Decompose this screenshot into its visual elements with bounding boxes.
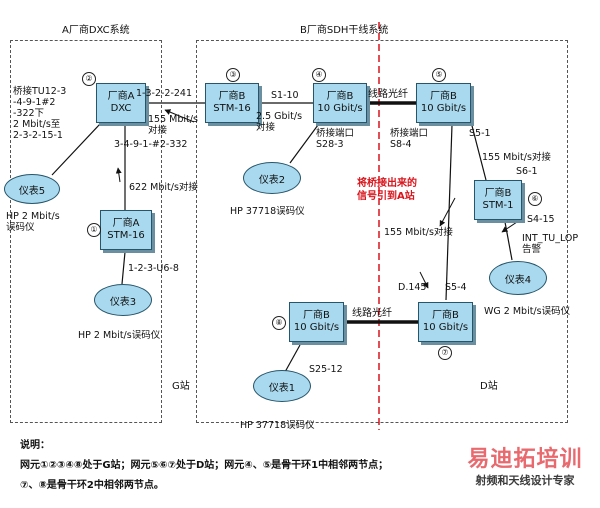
test-meter-5[interactable]: 仪表5 [4, 174, 60, 204]
network-element-8[interactable]: 厂商B 10 Gbit/s [289, 302, 344, 342]
test-meter-1[interactable]: 仪表1 [253, 370, 311, 402]
test-meter-3[interactable]: 仪表3 [94, 284, 152, 316]
d-station-label: D站 [480, 381, 498, 392]
arrow-622-to-n2 [115, 167, 122, 183]
node-number-6: ⑥ [528, 192, 542, 206]
watermark-line2: 射频和天线设计专家 [475, 474, 575, 487]
s25-12-label: S25-12 [309, 364, 343, 375]
node-number-2: ② [82, 72, 96, 86]
link-n5-n7 [445, 124, 453, 301]
d145-label: D.145 [398, 282, 427, 293]
s6-1-label: S6-1 [516, 166, 538, 177]
node-number-3: ③ [226, 68, 240, 82]
s1-10-label: S1-10 [271, 90, 299, 101]
node-line1: 厂商B [432, 310, 459, 321]
notes-title: 说明： [20, 440, 50, 451]
node-number-1: ① [87, 223, 101, 237]
g-station-label: G站 [172, 381, 190, 392]
arrow-155-lower [439, 197, 456, 227]
test-meter-4[interactable]: 仪表4 [489, 261, 547, 295]
node-line2: STM-16 [107, 230, 145, 241]
red-note: 将桥接出来的 信号引到A站 [357, 178, 417, 202]
node-line2: 10 Gbit/s [293, 322, 340, 333]
test-meter-2[interactable]: 仪表2 [243, 162, 301, 194]
node-line1: 厂商B [218, 91, 246, 102]
network-element-1[interactable]: 厂商A STM-16 [100, 210, 152, 250]
node-number-5: ⑤ [432, 68, 446, 82]
line-fiber-bottom-label: 线路光纤 [352, 308, 392, 319]
node-line2: STM-1 [482, 200, 514, 211]
meter-label: 仪表1 [268, 382, 296, 394]
node-line2: 10 Gbit/s [317, 103, 363, 114]
notes-line1: 网元①②③④⑧处于G站；网元⑤⑥⑦处于D站；网元④、⑤是骨干环1中相邻两节点； [20, 460, 389, 471]
node-line2: DXC [110, 103, 132, 114]
node-line2: 10 Gbit/s [420, 103, 467, 114]
link-n8-meter1 [284, 344, 301, 373]
b-system-title: B厂商SDH干线系统 [300, 25, 389, 36]
meter1-desc: HP 37718误码仪 [240, 420, 315, 431]
link-n5-n6 [469, 117, 487, 181]
port-3-4-9-1-label: 3-4-9-1-#2-332 [114, 139, 188, 150]
a-system-title: A厂商DXC系统 [62, 25, 130, 36]
node-line1: 厂商B [430, 91, 457, 102]
meter-label: 仪表2 [258, 174, 286, 186]
bridge-port-n4: 桥接端口 S28-3 [316, 128, 355, 150]
node-line1: 厂商B [303, 310, 330, 321]
node-line2: STM-16 [213, 103, 251, 114]
s5-1-label: S5-1 [469, 128, 491, 139]
s4-15-label: S4-15 [527, 214, 555, 225]
node-line1: 厂商A [107, 91, 135, 102]
node-line1: 厂商A [112, 218, 140, 229]
network-element-2[interactable]: 厂商A DXC [96, 83, 146, 123]
node-number-4: ④ [312, 68, 326, 82]
line-fiber-top-label: 线路光纤 [368, 89, 408, 100]
link-n4-meter2 [289, 124, 319, 164]
arrow-s5-4 [419, 271, 429, 289]
network-element-5[interactable]: 厂商B 10 Gbit/s [416, 83, 471, 123]
watermark-logo: 易迪拓培训 射频和天线设计专家 [450, 446, 600, 488]
network-element-3[interactable]: 厂商B STM-16 [205, 83, 259, 123]
link-622-label: 622 Mbit/s对接 [129, 182, 198, 193]
arrow-s4-15 [501, 219, 521, 233]
bridge-tu12-label: 桥接TU12-3 -4-9-1#2 -322下 2 Mbit/s至 2-3-2-… [13, 86, 67, 141]
network-element-6[interactable]: 厂商B STM-1 [474, 180, 522, 220]
port-1-3-2-2-241: 1-3-2-2-241 [136, 88, 193, 99]
meter3-desc: HP 2 Mbit/s误码仪 [78, 330, 161, 341]
node-number-7: ⑦ [438, 346, 452, 360]
meter-label: 仪表4 [504, 274, 532, 286]
watermark-line1: 易迪拓培训 [467, 447, 583, 472]
node-line2: 10 Gbit/s [422, 322, 469, 333]
notes-line2: ⑦、⑧是骨干环2中相邻两节点。 [20, 480, 164, 491]
link-25g-label: 2.5 Gbit/s 对接 [256, 111, 303, 133]
region-b-sdh [196, 40, 568, 423]
bridge-port-n5: 桥接端口 S8-4 [390, 128, 429, 150]
s5-4-label: S5-4 [445, 282, 467, 293]
meter2-desc: HP 37718误码仪 [230, 206, 305, 217]
link-n1-meter3 [121, 251, 126, 285]
meter5-desc: HP 2 Mbit/s 误码仪 [6, 211, 60, 233]
int-tu-lop-label: INT_TU_LOP 告警 [522, 233, 579, 255]
arrow-155-to-n3 [164, 109, 195, 123]
network-element-7[interactable]: 厂商B 10 Gbit/s [418, 302, 473, 342]
meter-label: 仪表3 [109, 296, 137, 308]
meter4-desc: WG 2 Mbit/s误码仪 [484, 306, 571, 317]
meter-label: 仪表5 [18, 185, 46, 197]
node-number-8: ⑧ [272, 316, 286, 330]
link-n2-meter5 [51, 123, 101, 176]
port-1-2-3-u6-8: 1-2-3-U6-8 [128, 263, 179, 274]
link-155-right-label: 155 Mbit/s对接 [482, 152, 551, 163]
region-a-dxc [10, 40, 162, 423]
link-155-xconnect-label: 155 Mbit/s 对接 [148, 114, 198, 136]
node-line1: 厂商B [326, 91, 354, 102]
network-element-4[interactable]: 厂商B 10 Gbit/s [313, 83, 367, 123]
diagram-notes: 说明： 网元①②③④⑧处于G站；网元⑤⑥⑦处于D站；网元④、⑤是骨干环1中相邻两… [20, 436, 388, 496]
link-155-lower-label: 155 Mbit/s对接 [384, 227, 453, 238]
node-line1: 厂商B [484, 188, 512, 199]
